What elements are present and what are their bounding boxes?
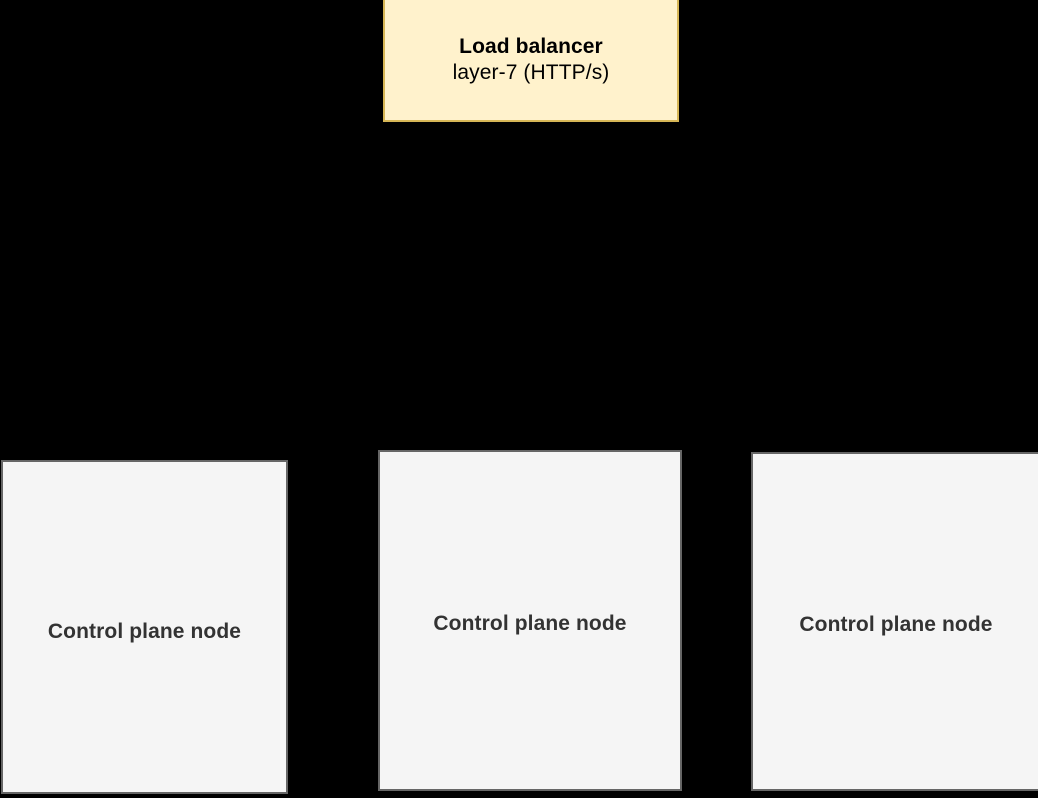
load-balancer-title: Load balancer [459, 35, 603, 58]
load-balancer-subtitle: layer-7 (HTTP/s) [452, 61, 610, 84]
load-balancer-node[interactable]: Load balancer layer-7 (HTTP/s) [383, 0, 679, 122]
control-plane-node-2[interactable]: Control plane node [378, 450, 682, 791]
control-plane-node-3-label: Control plane node [799, 613, 993, 636]
control-plane-node-3[interactable]: Control plane node [751, 452, 1038, 791]
control-plane-node-1-label: Control plane node [47, 620, 242, 643]
control-plane-node-1[interactable]: Control plane node [1, 460, 288, 794]
control-plane-node-2-label: Control plane node [433, 612, 627, 635]
